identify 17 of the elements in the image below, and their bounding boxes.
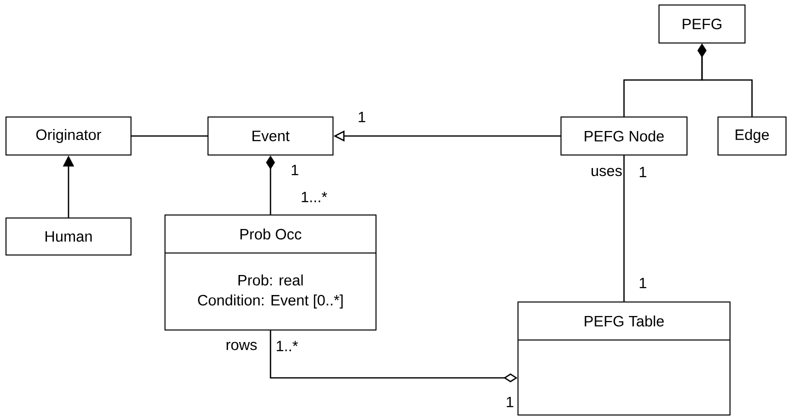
class-box: PEFG xyxy=(658,4,746,44)
multiplicity-label: 1...* xyxy=(302,192,328,202)
class-box: Human xyxy=(6,218,132,256)
multiplicity-label: 1 xyxy=(358,112,366,122)
class-box: Prob Occ Prob: real Condition: Event [0..*] xyxy=(164,214,376,330)
class-box: Edge xyxy=(718,116,786,156)
association-line xyxy=(623,156,625,302)
class-box: PEFG Node xyxy=(560,116,688,156)
association-line xyxy=(132,135,208,137)
multiplicity-label: 1 xyxy=(640,278,646,288)
class-box: Originator xyxy=(6,116,132,156)
multiplicity-label: rows xyxy=(226,342,257,350)
multiplicity-label: 1 xyxy=(292,164,298,176)
multiplicity-label: uses xyxy=(592,168,622,176)
class-box: PEFG Table xyxy=(518,302,730,416)
multiplicity-label: 1..* xyxy=(276,340,298,352)
class-box: Event xyxy=(208,116,334,156)
